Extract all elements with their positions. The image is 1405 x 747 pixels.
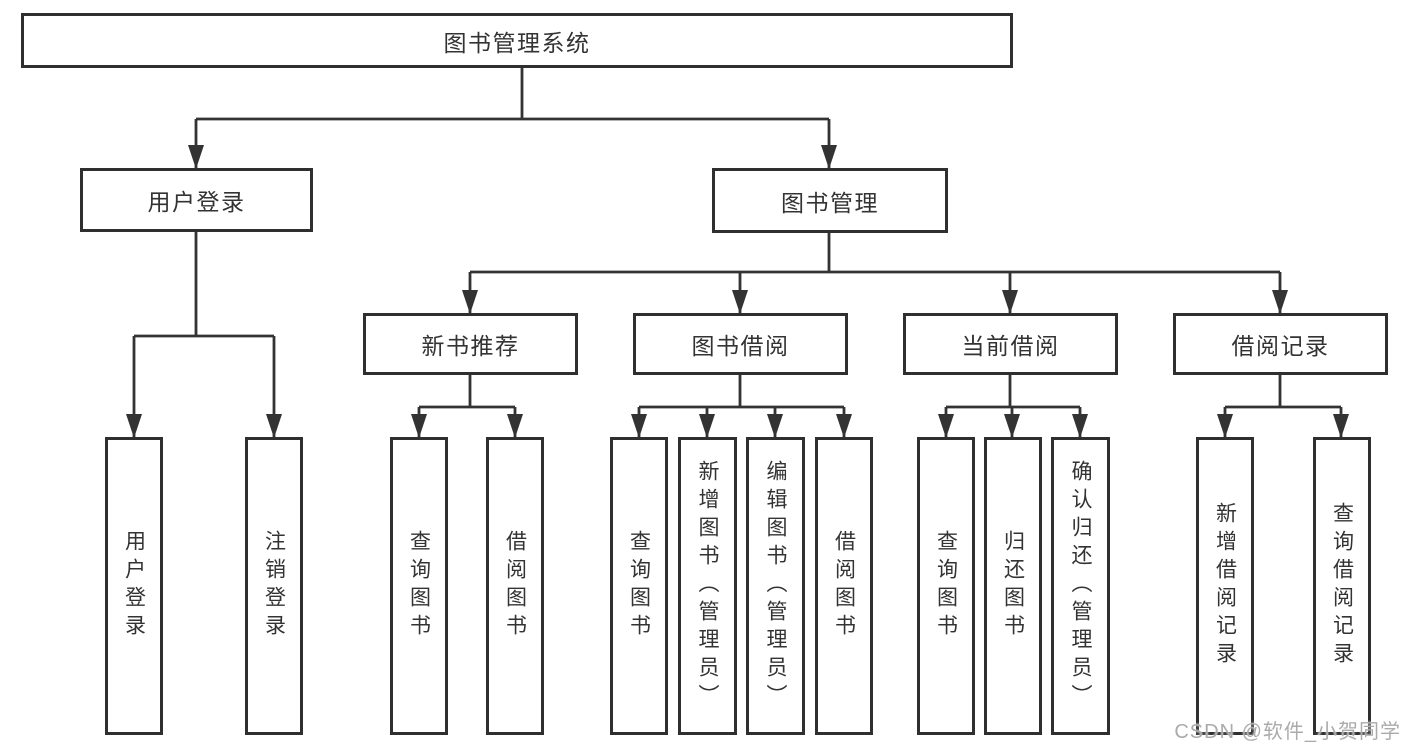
- leaf-add-borrow-record-label: 新增借阅记录: [1213, 502, 1237, 670]
- leaf-edit-books-admin-label: 编辑图书（管理员）: [764, 460, 787, 712]
- watermark: CSDN @软件_小贺同学: [1174, 721, 1401, 743]
- leaf-query-borrow-record: 查询借阅记录: [1313, 437, 1371, 735]
- leaf-query-books-2: 查询图书: [610, 437, 668, 735]
- leaf-confirm-return-admin: 确认归还（管理员）: [1051, 437, 1110, 735]
- leaf-query-books-2-label: 查询图书: [627, 530, 651, 642]
- leaf-borrow-books-2-label: 借阅图书: [832, 530, 856, 642]
- node-borrowing-records: 借阅记录: [1173, 313, 1388, 375]
- leaf-add-books-admin-label: 新增图书（管理员）: [696, 460, 719, 712]
- leaf-user-login: 用户登录: [105, 437, 163, 735]
- leaf-borrow-books-1: 借阅图书: [486, 437, 544, 735]
- node-book-borrowing: 图书借阅: [633, 313, 848, 375]
- node-current-borrowing: 当前借阅: [903, 313, 1118, 375]
- leaf-logout: 注销登录: [245, 437, 303, 735]
- leaf-add-books-admin: 新增图书（管理员）: [678, 437, 737, 735]
- leaf-borrow-books-1-label: 借阅图书: [503, 530, 527, 642]
- leaf-query-books-3-label: 查询图书: [934, 530, 958, 642]
- leaf-borrow-books-2: 借阅图书: [815, 437, 873, 735]
- node-new-book-recommend: 新书推荐: [363, 313, 578, 375]
- leaf-return-books-label: 归还图书: [1001, 530, 1025, 642]
- leaf-logout-label: 注销登录: [262, 530, 286, 642]
- leaf-confirm-return-admin-label: 确认归还（管理员）: [1069, 460, 1092, 712]
- leaf-query-books-3: 查询图书: [917, 437, 975, 735]
- leaf-user-login-label: 用户登录: [122, 530, 146, 642]
- node-book-management: 图书管理: [712, 168, 948, 233]
- leaf-query-borrow-record-label: 查询借阅记录: [1330, 502, 1354, 670]
- leaf-edit-books-admin: 编辑图书（管理员）: [746, 437, 805, 735]
- leaf-add-borrow-record: 新增借阅记录: [1196, 437, 1254, 735]
- leaf-return-books: 归还图书: [984, 437, 1042, 735]
- leaf-query-books-1: 查询图书: [390, 437, 448, 735]
- node-library-system: 图书管理系统: [21, 13, 1013, 68]
- leaf-query-books-1-label: 查询图书: [407, 530, 431, 642]
- node-user-login: 用户登录: [80, 168, 313, 232]
